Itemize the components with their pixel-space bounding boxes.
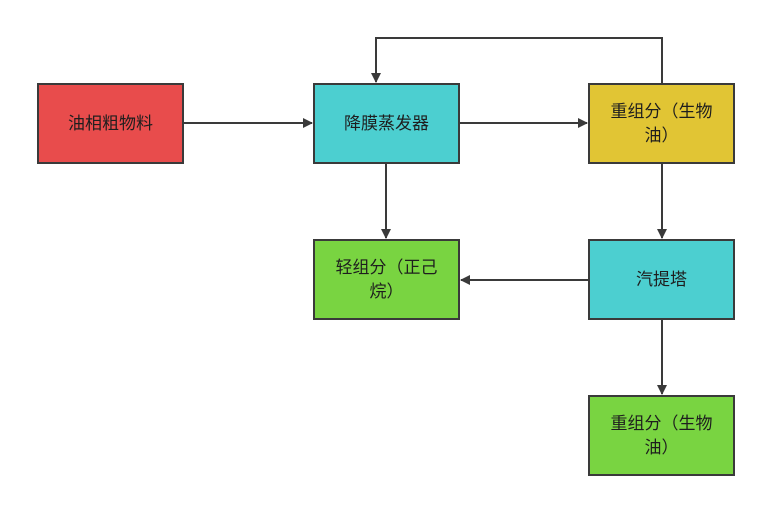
node-heavy-component-bio-oil-final: 重组分（生物油）: [588, 395, 735, 476]
node-falling-film-evaporator: 降膜蒸发器: [313, 83, 460, 164]
node-label: 降膜蒸发器: [344, 113, 429, 134]
node-label: 轻组分（正己烷）: [335, 257, 438, 302]
node-label: 汽提塔: [636, 269, 687, 290]
node-crude-oil-feed: 油相粗物料: [37, 83, 184, 164]
node-heavy-component-bio-oil: 重组分（生物油）: [588, 83, 735, 164]
node-label: 油相粗物料: [68, 113, 153, 134]
node-label: 重组分（生物油）: [610, 101, 713, 146]
edge-heavy1-recycle-to-evaporator: [371, 37, 663, 83]
node-label: 重组分（生物油）: [610, 413, 713, 458]
node-stripping-tower: 汽提塔: [588, 239, 735, 320]
node-light-component-hexane: 轻组分（正己烷）: [313, 239, 460, 320]
